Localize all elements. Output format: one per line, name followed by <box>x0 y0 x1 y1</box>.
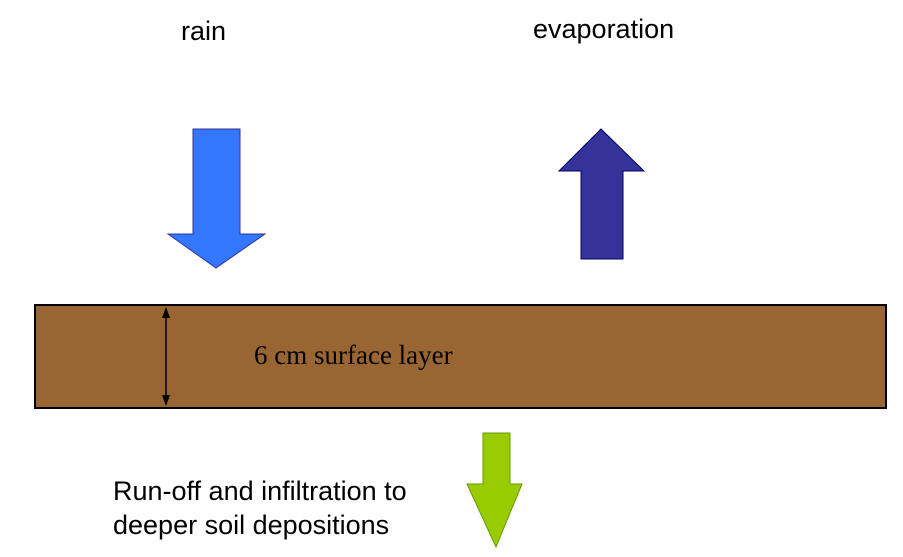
rain-label: rain <box>181 16 227 46</box>
evaporation-label: evaporation <box>533 14 675 44</box>
runoff-label-line-1: Run-off and infiltration to <box>113 476 407 506</box>
runoff-label: Run-off and infiltration to deeper soil … <box>113 474 473 542</box>
evaporation-arrow <box>557 128 646 260</box>
soil-surface-layer <box>34 304 887 409</box>
layer-thickness-arrowhead-bottom <box>162 395 170 406</box>
surface-layer-label: 6 cm surface layer <box>254 340 453 370</box>
layer-thickness-arrowhead-top <box>162 307 170 318</box>
runoff-label-line-2: deeper soil depositions <box>113 510 390 540</box>
runoff-infiltration-arrow <box>466 432 523 549</box>
rain-arrow <box>166 128 267 269</box>
